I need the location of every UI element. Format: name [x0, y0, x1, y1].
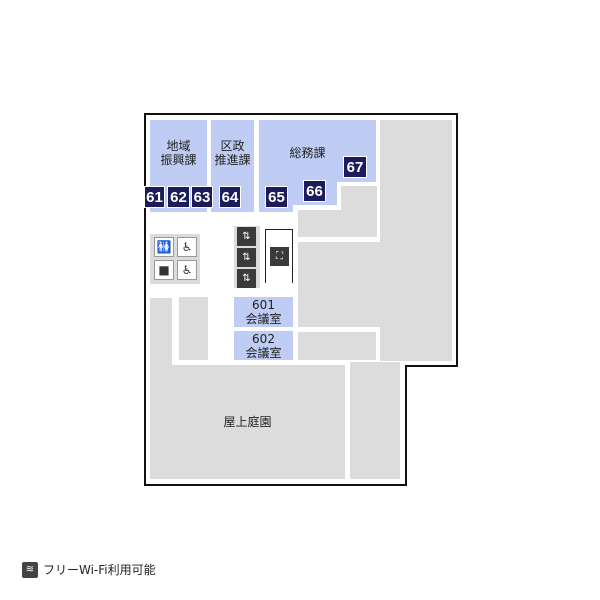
- gray-area: [298, 242, 393, 327]
- restroom-icon: 🚻: [154, 237, 174, 257]
- garden-area: [150, 365, 345, 479]
- kusei-label: 区政 推進課: [214, 139, 251, 167]
- ostomate-icon: ■: [154, 260, 174, 280]
- badge-66[interactable]: 66: [303, 180, 326, 202]
- room-601-label: 601 会議室: [245, 298, 282, 326]
- chiiki-label: 地域 振興課: [160, 139, 197, 167]
- room-601[interactable]: [234, 297, 293, 327]
- wifi-icon: ≋: [22, 561, 38, 578]
- gray-area: [298, 210, 377, 237]
- badge-67[interactable]: 67: [343, 156, 367, 178]
- badge-61[interactable]: 61: [144, 186, 165, 208]
- garden-label: 屋上庭園: [223, 415, 272, 429]
- stairs-area: [265, 229, 293, 283]
- elevator-icon: ⇅: [237, 227, 256, 246]
- elevator-icon: ⇅: [237, 248, 256, 267]
- gray-area: [298, 332, 376, 360]
- room-602-label: 602 会議室: [245, 332, 282, 360]
- elevator-icon: ⇅: [237, 269, 256, 288]
- stairs-icon: ⛶: [270, 247, 289, 266]
- badge-65[interactable]: 65: [265, 186, 288, 208]
- wifi-label: フリーWi-Fi利用可能: [43, 563, 156, 577]
- gray-area: [350, 362, 400, 479]
- wheelchair-icon: ♿: [177, 260, 197, 280]
- badge-62[interactable]: 62: [167, 186, 190, 208]
- somu-label: 総務課: [289, 146, 326, 160]
- gray-area: [150, 298, 172, 368]
- badge-63[interactable]: 63: [191, 186, 213, 208]
- badge-64[interactable]: 64: [219, 186, 241, 208]
- gray-area: [179, 297, 208, 360]
- room-602[interactable]: [234, 331, 293, 360]
- wifi-notice: ≋ フリーWi-Fi利用可能: [22, 561, 156, 578]
- somu-room-area: [259, 120, 376, 212]
- baby-changing-icon: ♿: [177, 237, 197, 257]
